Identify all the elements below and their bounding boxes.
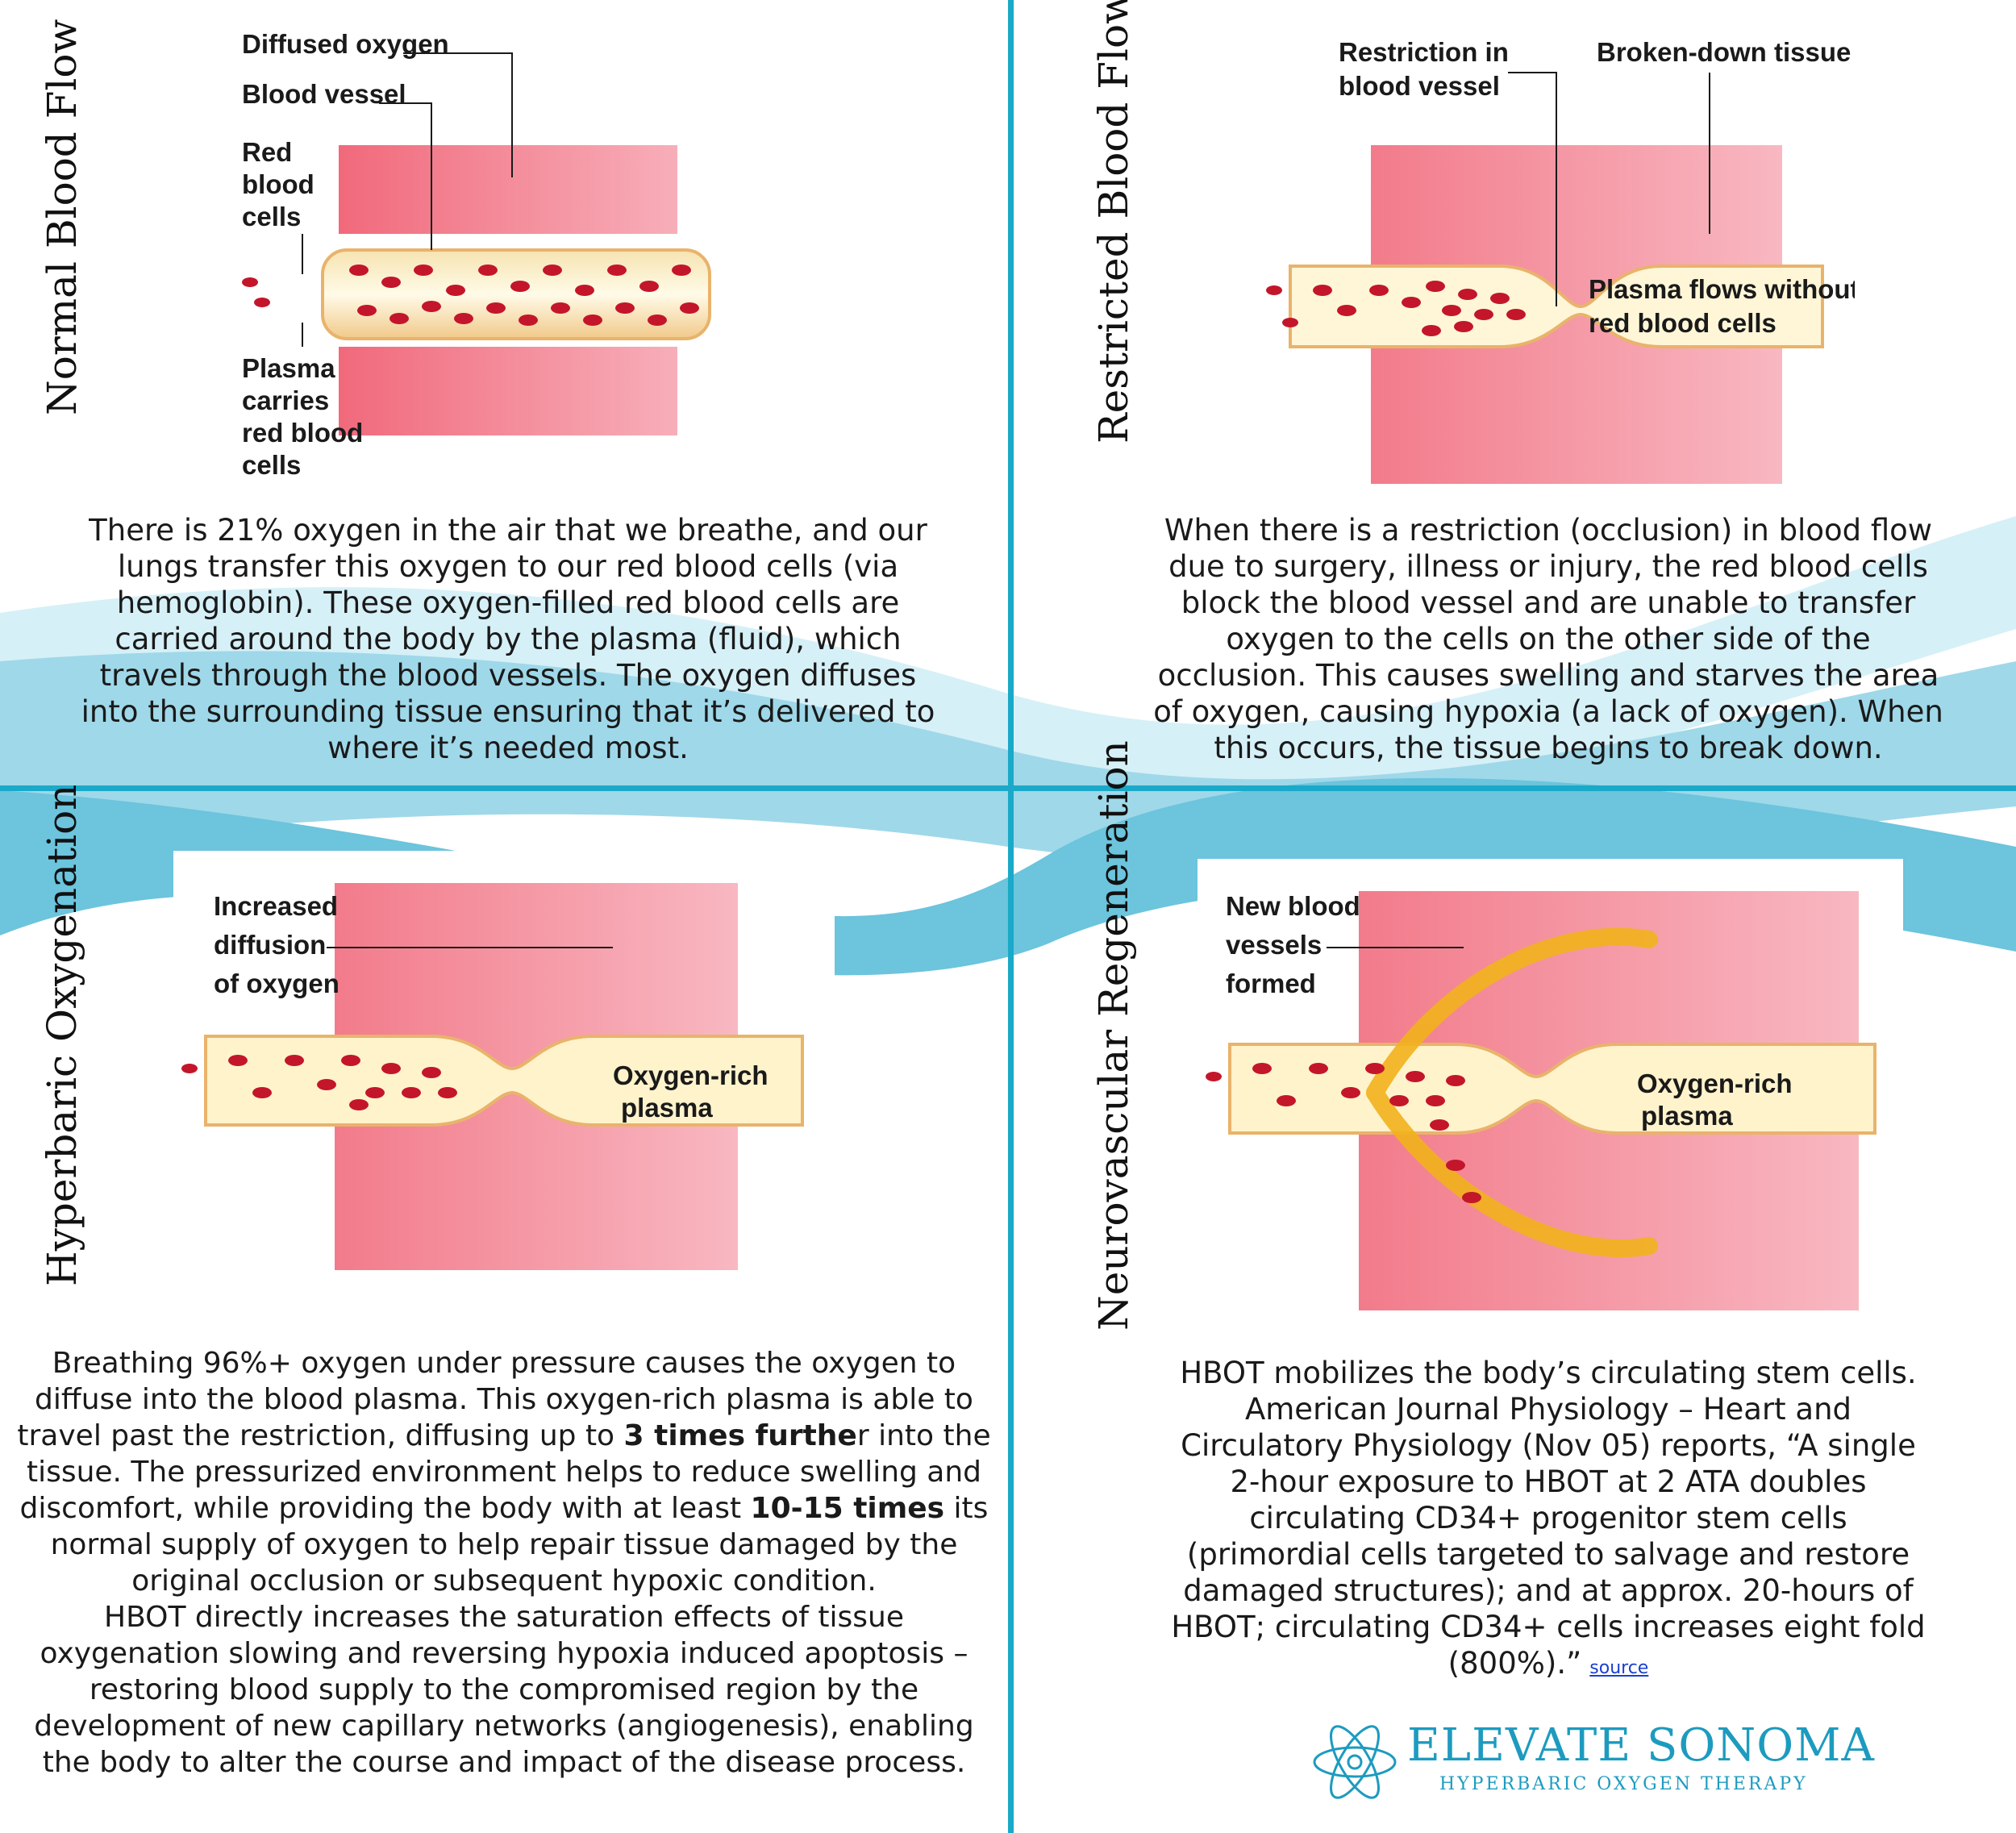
callout-blood-vessel-2: blood vessel [1339,71,1500,101]
callout-plasma-flows: Plasma flows without [1589,274,1855,304]
atom-logo-icon [1313,1725,1397,1799]
text-segment: (800%).” [1447,1646,1582,1681]
horizontal-divider [0,785,2016,791]
panel-title-normal: Normal Blood Flow [39,19,85,415]
text-line: diffuse into the blood plasma. This oxyg… [35,1383,973,1416]
clumped-red-blood-cells [1266,281,1526,336]
text-line: travels through the blood vessels. The o… [99,658,917,693]
callout-blood-vessel: Blood vessel [242,79,406,109]
body-text-restricted: When there is a restriction (occlusion) … [1121,512,1976,766]
normal-flow-diagram: Diffused oxygen Blood vessel Red blood c… [242,29,711,480]
text-line: of oxygen, causing hypoxia (a lack of ox… [1153,694,1943,729]
text-line: original occlusion or subsequent hypoxic… [131,1564,877,1598]
callout-blood: blood [242,169,314,199]
tissue-bottom [339,347,677,435]
panel-title-hyperbaric: Hyperbaric Oxygenation [39,784,85,1286]
text-line: When there is a restriction (occlusion) … [1164,513,1933,548]
elevate-sonoma-logo: ELEVATE SONOMA HYPERBARIC OXYGEN THERAPY [1310,1718,1874,1806]
text-line: HBOT; circulating CD34+ cells increases … [1171,1610,1926,1644]
neurovascular-diagram: New blood vessels formed Oxygen-rich pla… [1198,859,1903,1323]
callout-broken-down-tissue: Broken-down tissue [1597,37,1851,67]
callout-new-blood: New blood [1226,891,1360,921]
clumped-cells-3 [181,1055,457,1110]
leader-lines-2 [1508,72,1710,306]
text-line: (primordial cells targeted to salvage an… [1186,1537,1910,1572]
leader-lines [302,52,513,347]
text-segment: discomfort, while providing the body wit… [19,1492,751,1525]
text-line: into the surrounding tissue ensuring tha… [81,694,935,729]
text-line: normal supply of oxygen to help repair t… [50,1528,958,1561]
text-line: lungs transfer this oxygen to our red bl… [117,549,899,584]
text-segment: its [944,1492,989,1525]
logo-tagline: HYPERBARIC OXYGEN THERAPY [1439,1774,1808,1794]
body-text-neurovascular: HBOT mobilizes the body’s circulating st… [1129,1355,1968,1686]
callout-plasma-3: plasma [621,1093,713,1123]
logo-name: ELEVATE SONOMA [1407,1719,1875,1772]
text-line: American Journal Physiology – Heart and [1244,1392,1852,1427]
panel-title-restricted: Restricted Blood Flow [1090,0,1137,444]
text-line: occlusion. This causes swelling and star… [1157,658,1939,693]
callout-red: Red [242,137,292,167]
text-line: discomfort, while providing the body wit… [16,1490,992,1527]
text-line: hemoglobin). These oxygen-filled red blo… [116,585,900,620]
text-segment: r into the [856,1419,991,1452]
callout-cells: cells [242,202,301,231]
source-link[interactable]: source [1589,1658,1649,1678]
hyperbaric-diagram: Increased diffusion of oxygen Oxygen-ric… [173,851,835,1286]
text-line: oxygen to the cells on the other side of… [1226,622,1871,656]
text-line: the body to alter the course and impact … [42,1746,966,1779]
text-line: restoring blood supply to the compromise… [89,1673,919,1706]
text-line: There is 21% oxygen in the air that we b… [89,513,927,548]
vertical-divider [1008,0,1014,1833]
cells-4 [1206,1063,1481,1203]
callout-formed: formed [1226,969,1316,998]
callout-plasma-4: plasma [1641,1101,1733,1131]
text-line: oxygenation slowing and reversing hypoxi… [40,1637,968,1670]
text-line: block the blood vessel and are unable to… [1181,585,1916,620]
callout-red-blood-cells: red blood cells [1589,308,1776,338]
tissue-top [339,145,677,234]
callout-diffused-oxygen: Diffused oxygen [242,29,449,59]
callout-plasma: Plasma [242,353,335,383]
callout-cells-2: cells [242,450,301,480]
panel-title-neurovascular: Neurovascular Regeneration [1090,740,1137,1331]
callout-restriction-in: Restriction in [1339,37,1509,67]
text-line: Circulatory Physiology (Nov 05) reports,… [1181,1428,1916,1463]
callout-oxygen-rich-4: Oxygen-rich [1637,1069,1793,1098]
text-line: HBOT mobilizes the body’s circulating st… [1180,1356,1917,1390]
body-text-normal: There is 21% oxygen in the air that we b… [65,512,952,766]
text-line: development of new capillary networks (a… [34,1710,974,1743]
text-line: travel past the restriction, diffusing u… [16,1418,992,1454]
callout-carries: carries [242,385,329,415]
text-line: Breathing 96%+ oxygen under pressure cau… [52,1347,956,1380]
new-blood-vessels [1366,927,1658,1258]
restricted-flow-diagram: Restriction in blood vessel Broken-down … [1266,37,1855,484]
callout-red-blood: red blood [242,418,363,448]
emphasis-10-15-times: 10-15 times [750,1492,945,1525]
callout-of-oxygen: of oxygen [214,969,339,998]
text-line: HBOT directly increases the saturation e… [104,1601,904,1634]
body-text-hyperbaric: Breathing 96%+ oxygen under pressure cau… [16,1345,992,1781]
callout-oxygen-rich: Oxygen-rich [613,1060,768,1090]
text-line: this occurs, the tissue begins to break … [1214,731,1883,765]
red-blood-cells [242,265,699,326]
text-line: damaged structures); and at approx. 20-h… [1183,1573,1914,1608]
text-line: 2-hour exposure to HBOT at 2 ATA doubles [1230,1464,1867,1499]
emphasis-3x-further: 3 times furthe [623,1419,857,1452]
text-line: tissue. The pressurized environment help… [26,1456,982,1489]
text-line: (800%).” source [1129,1645,1968,1686]
text-line: circulating CD34+ progenitor stem cells [1249,1501,1847,1535]
text-line: due to surgery, illness or injury, the r… [1168,549,1928,584]
callout-diffusion: diffusion [214,930,326,960]
text-segment: travel past the restriction, diffusing u… [17,1419,624,1452]
text-line: where it’s needed most. [327,731,689,765]
callout-vessels: vessels [1226,930,1322,960]
text-line: carried around the body by the plasma (f… [115,622,902,656]
callout-increased: Increased [214,891,338,921]
blood-vessel [321,248,711,340]
